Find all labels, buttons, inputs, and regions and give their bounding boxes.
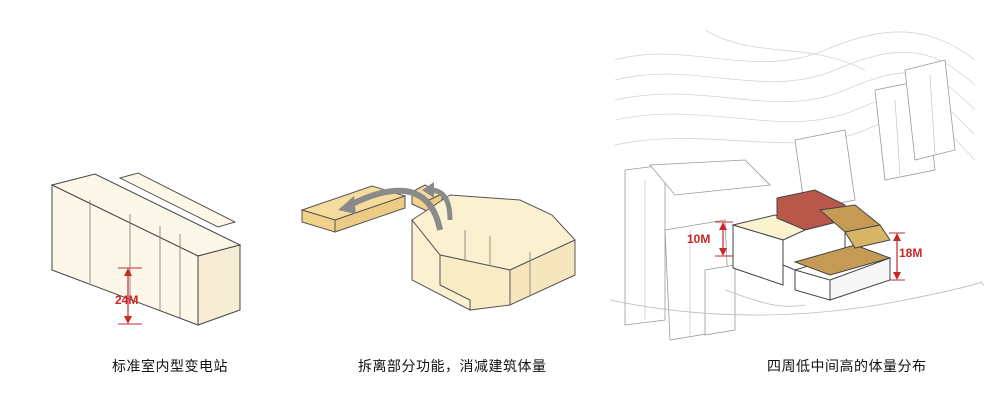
site-context-diagram [605, 0, 984, 414]
caption-height-distribution: 四周低中间高的体量分布 [767, 356, 927, 376]
height-label-24m: 24M [115, 293, 138, 307]
caption-standard-substation: 标准室内型变电站 [112, 356, 228, 376]
substation-massing-diagram [0, 0, 330, 414]
road-line [725, 290, 805, 306]
panel-standard-substation: 24M 标准室内型变电站 [0, 0, 330, 414]
main-mass-front-face [795, 270, 830, 300]
reduced-massing-diagram [290, 0, 620, 414]
right-dimension-arrow-down [893, 272, 901, 280]
panel-reduced-massing: 拆离部分功能，消减建筑体量 [290, 0, 620, 414]
right-dimension-arrow-up [893, 233, 901, 241]
caption-reduced-massing: 拆离部分功能，消减建筑体量 [358, 356, 547, 376]
height-label-18m: 18M [899, 246, 922, 260]
dimension-arrow-down [124, 316, 132, 324]
height-label-10m: 10M [687, 232, 710, 246]
substation-right-face [198, 245, 240, 325]
panel-height-distribution: 10M 18M 四周低中间高的体量分布 [605, 0, 984, 414]
